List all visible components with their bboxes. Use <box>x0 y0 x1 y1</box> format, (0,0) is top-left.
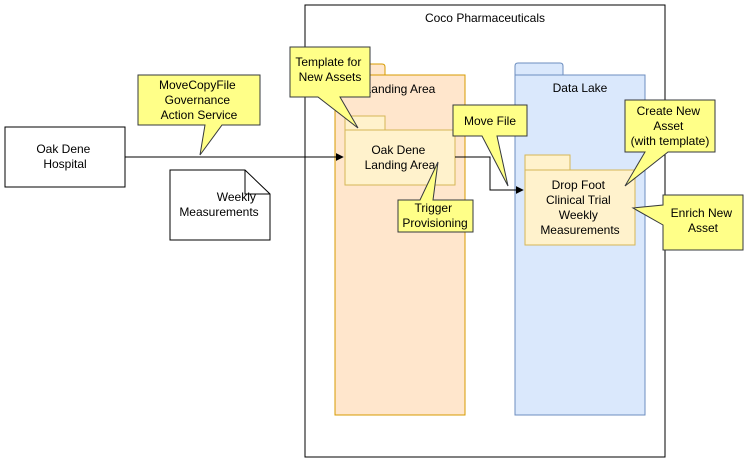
drop-foot-label: Drop Foot Clinical Trial Weekly Measurem… <box>540 178 619 237</box>
oak-dene-landing-label: Oak Dene Landing Area <box>365 143 436 172</box>
landing-area-label: Landing Area <box>365 82 436 96</box>
create-asset-callout-text: Create New Asset (with template) <box>631 104 710 148</box>
landing-to-drop-foot-arrow[interactable] <box>455 156 524 194</box>
drop-foot-folder[interactable]: Drop Foot Clinical Trial Weekly Measurem… <box>524 154 636 246</box>
template-callout-text: Template for New Assets <box>295 55 364 84</box>
governance-callout-text: MoveCopyFile Governance Action Service <box>159 78 239 122</box>
oak-dene-hospital-box[interactable]: Oak Dene Hospital <box>4 126 126 188</box>
enrich-callout-text: Enrich New Asset <box>671 206 736 235</box>
oak-dene-landing-area-folder[interactable]: Oak Dene Landing Area <box>344 115 456 186</box>
weekly-measurements-label: Weekly Measurements <box>179 190 259 219</box>
data-lake-tab <box>514 62 564 75</box>
create-new-asset-callout[interactable]: Create New Asset (with template) <box>624 99 716 187</box>
enrich-new-asset-callout[interactable]: Enrich New Asset <box>631 194 744 251</box>
data-lake-label: Data Lake <box>553 81 608 95</box>
coco-pharmaceuticals-label: Coco Pharmaceuticals <box>425 11 545 25</box>
governance-action-service-callout[interactable]: MoveCopyFile Governance Action Service <box>137 74 261 156</box>
move-file-callout-text: Move File <box>464 114 516 128</box>
template-for-new-assets-callout[interactable]: Template for New Assets <box>289 46 371 129</box>
oak-dene-landing-tab <box>344 115 386 130</box>
document-fold <box>244 170 270 195</box>
oak-dene-hospital-label: Oak Dene Hospital <box>36 142 93 171</box>
move-file-callout[interactable]: Move File <box>452 104 528 187</box>
drop-foot-tab <box>524 154 571 170</box>
trigger-callout-text: Trigger Provisioning <box>402 201 467 230</box>
trigger-provisioning-callout[interactable]: Trigger Provisioning <box>397 161 474 233</box>
drop-foot-body <box>524 169 636 246</box>
weekly-measurements-document[interactable]: Weekly Measurements <box>169 169 271 241</box>
